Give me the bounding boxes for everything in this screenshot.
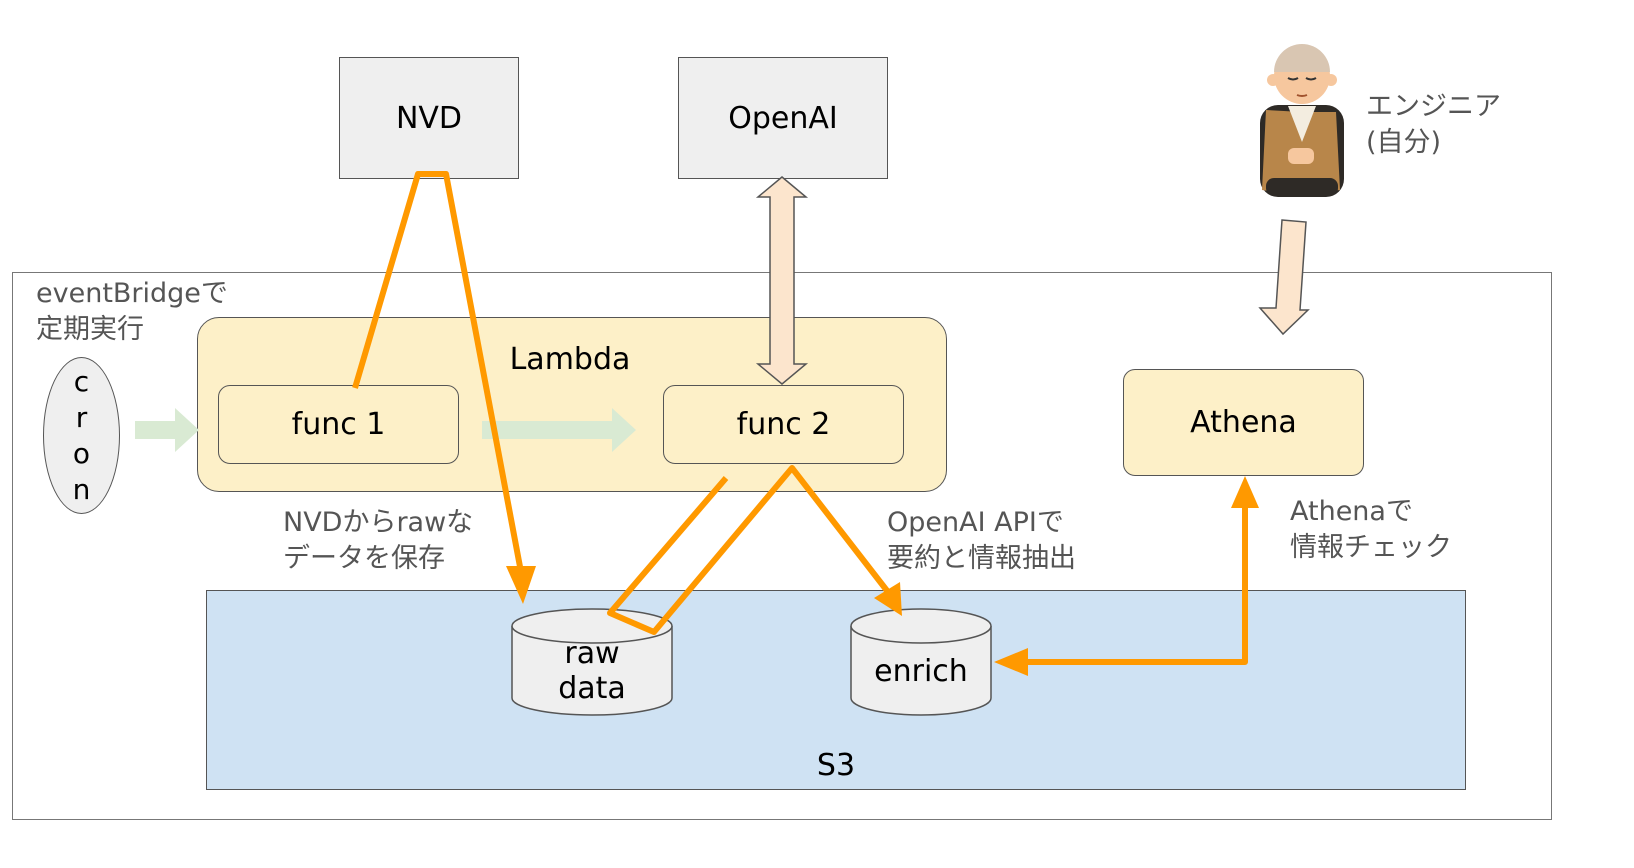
enrich-label: enrich: [874, 654, 968, 689]
engineer-monk-illustration: [1260, 44, 1344, 197]
func1-box: func 1: [218, 385, 459, 464]
athena-box: Athena: [1123, 369, 1364, 476]
eventbridge-note: eventBridgeで 定期実行: [36, 276, 228, 348]
cron-letter: o: [72, 436, 91, 470]
openai-note-line1: OpenAI APIで: [887, 507, 1064, 538]
openai-box: OpenAI: [678, 57, 888, 179]
raw-data-label-line2: data: [558, 671, 626, 706]
enrich-cylinder: [850, 608, 992, 716]
func1-label: func 1: [291, 407, 386, 442]
eventbridge-note-line1: eventBridgeで: [36, 278, 228, 309]
s3-container: [206, 590, 1466, 790]
raw-data-label: raw data: [512, 636, 672, 706]
engineer-note-line1: エンジニア: [1366, 91, 1501, 122]
nvd-save-note: NVDからrawな データを保存: [283, 505, 473, 577]
athena-enrich-arrow: [994, 476, 1259, 676]
nvd-label: NVD: [395, 100, 463, 136]
engineer-query-arrow: [1258, 219, 1310, 336]
func-chain-arrow: [482, 408, 636, 452]
nvd-save-note-line2: データを保存: [283, 543, 445, 574]
athena-note: Athenaで 情報チェック: [1290, 494, 1452, 566]
openai-note-line2: 要約と情報抽出: [887, 543, 1076, 574]
lambda-label: Lambda: [509, 342, 631, 377]
func2-label: func 2: [736, 407, 831, 442]
openai-note: OpenAI APIで 要約と情報抽出: [887, 505, 1076, 577]
func2-box: func 2: [663, 385, 904, 464]
openai-io-arrow: [755, 176, 809, 385]
athena-note-line2: 情報チェック: [1290, 532, 1452, 563]
cron-letter: n: [72, 472, 91, 506]
raw-data-label-line1: raw: [564, 636, 620, 671]
athena-label: Athena: [1190, 405, 1297, 440]
s3-label: S3: [816, 748, 856, 783]
engineer-note-line2: (自分): [1366, 127, 1442, 158]
nvd-box: NVD: [339, 57, 519, 179]
cron-ellipse: c r o n: [43, 357, 120, 514]
nvd-save-note-line1: NVDからrawな: [283, 507, 474, 538]
eventbridge-note-line2: 定期実行: [36, 314, 144, 345]
athena-note-line1: Athenaで: [1290, 496, 1413, 527]
cron-letter: c: [73, 364, 90, 398]
openai-label: OpenAI: [728, 100, 838, 136]
engineer-note: エンジニア (自分): [1366, 89, 1501, 161]
cron-letter: r: [75, 400, 88, 434]
raw-read-loop: [607, 465, 902, 635]
nvd-fetch-arrow: [352, 171, 536, 604]
cron-trigger-arrow: [135, 408, 199, 452]
raw-data-cylinder: [511, 608, 673, 716]
